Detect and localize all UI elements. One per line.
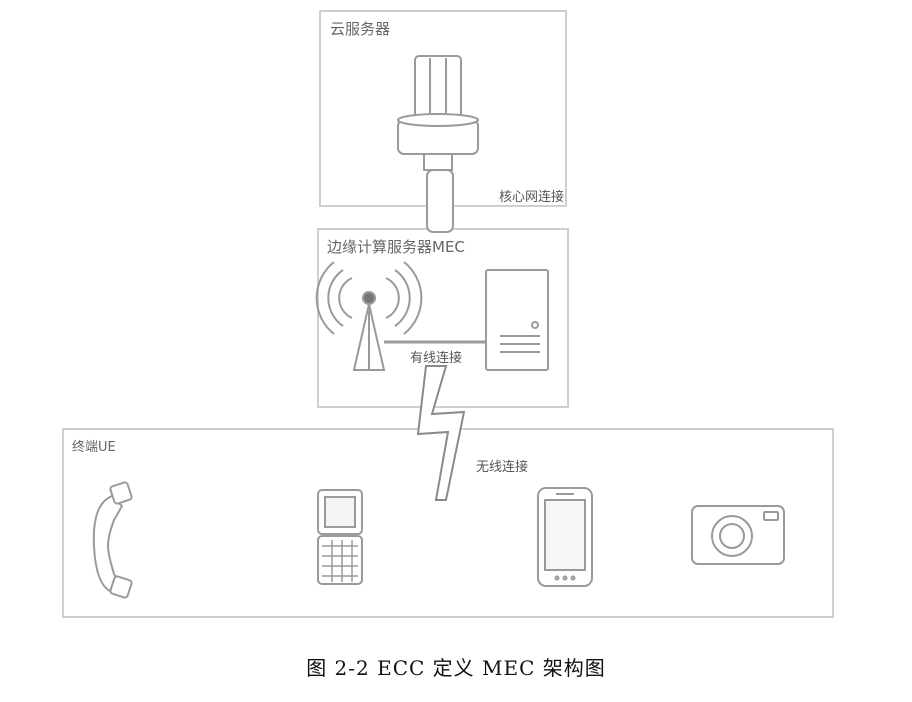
edge-server-icon [485,269,549,371]
cloud-server-icon [397,55,479,171]
smartphone-icon [537,487,593,587]
core-network-cable [426,169,454,233]
wireless-link-label: 无线连接 [476,460,529,475]
cloud-server-label: 云服务器 [330,20,391,38]
core-network-label: 核心网连接 [499,190,565,205]
terminal-label: 终端UE [72,440,116,455]
wired-link-label: 有线连接 [410,351,463,366]
telephone-handset-icon [92,481,133,599]
antenna-icon [315,261,423,371]
figure-caption: 图 2-2 ECC 定义 MEC 架构图 [306,656,606,680]
wireless-link-bolt [416,365,466,501]
flip-phone-icon [317,489,363,585]
camera-icon [691,505,785,565]
edge-server-label: 边缘计算服务器MEC [327,238,465,256]
